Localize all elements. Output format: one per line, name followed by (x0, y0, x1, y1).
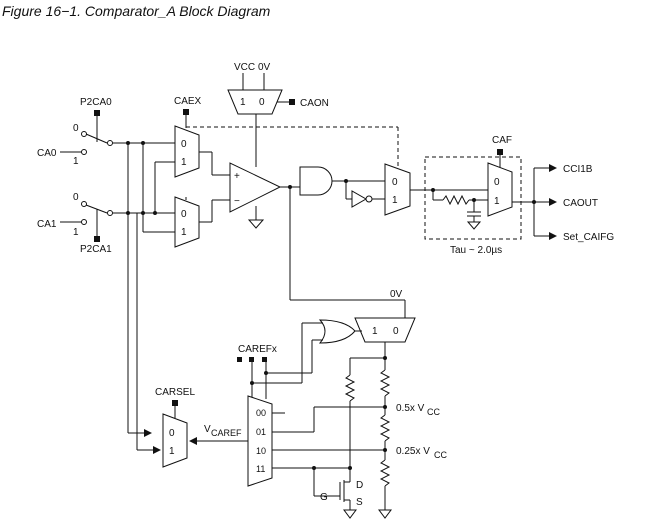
source-label: S (356, 497, 363, 508)
caf-mux: CAF 0 1 (487, 135, 513, 217)
caex-control: CAEX (174, 96, 399, 200)
caex-mux-b: 0 1 (174, 196, 200, 248)
comparator: + − (229, 162, 282, 229)
caon-label: CAON (300, 98, 329, 109)
mux-sel-0: 0 (169, 428, 175, 439)
carsel-label: CARSEL (155, 387, 195, 398)
ca0-label: CA0 (37, 148, 57, 159)
dec-11: 11 (256, 464, 265, 474)
mux-top-0: 0 (259, 97, 265, 108)
rc-filter: Tau ~ 2.0µs (424, 156, 522, 256)
tau-label: Tau ~ 2.0µs (450, 245, 502, 256)
and-gate (299, 166, 333, 196)
ca0-input-switch: P2CA0 0 CA0 1 (37, 97, 175, 167)
plus-sign: + (234, 171, 240, 182)
quarter-vcc-label: 0.25x V (396, 446, 430, 457)
mux-sel-1: 1 (169, 446, 175, 457)
half-vcc-label: 0.5x V (396, 403, 425, 414)
carsel-mux: CARSEL 0 1 (155, 387, 195, 468)
ca1-input-switch: 0 CA1 1 P2CA1 (37, 192, 175, 255)
mosfet-switch: G D S (320, 480, 363, 519)
mux-out-0: 0 (392, 177, 398, 188)
mux-caex-a0: 0 (181, 139, 187, 150)
cci1b-label: CCI1B (563, 164, 593, 175)
or-gate (318, 319, 356, 344)
p2ca1-label: P2CA1 (80, 244, 112, 255)
minus-sign: − (234, 196, 240, 207)
zero-v-mid-label: 0V (390, 289, 403, 300)
carefx-control: CAREFx (237, 344, 277, 399)
drain-label: D (356, 480, 363, 491)
sw-ca0-0: 0 (73, 123, 79, 134)
sw-ca0-1: 1 (73, 156, 79, 167)
quarter-vcc-sub: CC (434, 450, 447, 460)
zero-v-top-label: 0V (258, 62, 271, 73)
mux-caex-b0: 0 (181, 209, 187, 220)
reference-mux: 0V 1 0 (354, 289, 416, 343)
mux-caf-1: 1 (494, 196, 500, 207)
mux-out-1: 1 (392, 195, 398, 206)
caex-label: CAEX (174, 96, 202, 107)
caf-label: CAF (492, 135, 512, 146)
dec-10: 10 (256, 446, 266, 456)
vcaref-sub: CAREF (211, 428, 242, 438)
vcc-label: VCC (234, 62, 255, 73)
output-mux: 0 1 (384, 163, 411, 216)
gate-label: G (320, 492, 328, 503)
carefx-label: CAREFx (238, 344, 277, 355)
mux-ref-0: 0 (393, 326, 399, 337)
resistor-ladder: 0.5x V CC 0.25x V CC (344, 356, 447, 519)
set-caifg-label: Set_CAIFG (563, 232, 614, 243)
mux-top-1: 1 (240, 97, 246, 108)
mux-caex-b1: 1 (181, 227, 187, 238)
p2ca0-label: P2CA0 (80, 97, 112, 108)
mux-ref-1: 1 (372, 326, 378, 337)
vcaref-label: V (204, 424, 211, 435)
reference-decoder: 00 01 10 11 (247, 395, 273, 487)
mux-caf-0: 0 (494, 177, 500, 188)
figure-title: Figure 16−1. Comparator_A Block Diagram (2, 3, 271, 19)
sw-ca1-0: 0 (73, 192, 79, 203)
half-vcc-sub: CC (427, 407, 440, 417)
caout-label: CAOUT (563, 198, 598, 209)
mux-caex-a1: 1 (181, 157, 187, 168)
caon-mux: VCC 0V 1 0 CAON (227, 62, 329, 167)
ca1-label: CA1 (37, 219, 57, 230)
caex-mux-a: 0 1 (174, 125, 200, 178)
sw-ca1-1: 1 (73, 227, 79, 238)
dec-01: 01 (256, 427, 266, 437)
dec-00: 00 (256, 408, 266, 418)
